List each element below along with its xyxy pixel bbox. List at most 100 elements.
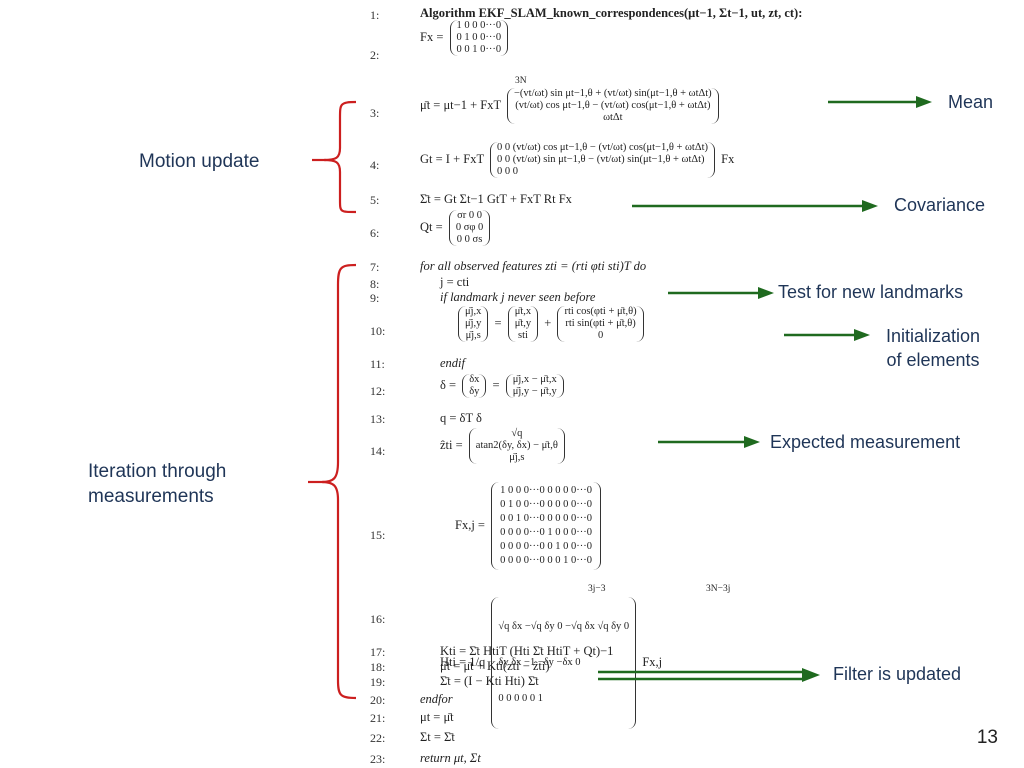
line-number: 10:: [370, 324, 386, 338]
line-number: 23:: [370, 752, 386, 766]
vector-row: μ̄j,s: [465, 330, 481, 341]
g-lhs: Gt = I + FxT: [420, 151, 484, 166]
matrix-row: √q δx −√q δy 0 −√q δx √q δy 0: [498, 621, 630, 632]
matrix-row: 0 0 (vt/ωt) sin μt−1,θ − (vt/ωt) sin(μt−…: [497, 154, 705, 165]
fxj-underbrace-label: 3N−3j: [706, 584, 731, 594]
covariance-arrowhead: [862, 200, 878, 212]
matrix-row: δy δx −1 −δy −δx 0: [498, 657, 581, 668]
line-number: 18:: [370, 660, 386, 674]
init-rhs-vector: rti cos(φti + μ̄t,θ) rti sin(φti + μ̄t,θ…: [557, 306, 644, 342]
matrix-row: 0 0 (vt/ωt) cos μt−1,θ − (vt/ωt) cos(μt−…: [497, 142, 709, 153]
mean-lhs: μ̄t = μt−1 + FxT: [420, 97, 501, 112]
filter-arrowhead: [802, 668, 820, 682]
matrix-row: 1 0 0 0···0 0 0 0 0···0: [500, 485, 592, 496]
correspondence: j = cti: [440, 275, 470, 289]
h-matrix: √q δx −√q δy 0 −√q δx √q δy 0 δy δx −1 −…: [491, 597, 637, 729]
matrix-row: 0 0 σs: [456, 234, 483, 245]
return-statement: return μt, Σt: [420, 751, 481, 765]
line-number: 11:: [370, 357, 385, 371]
matrix-row: 1 0 0 0···0: [456, 20, 502, 31]
jacobian-g: Gt = I + FxT 0 0 (vt/ωt) cos μt−1,θ − (v…: [420, 142, 734, 178]
matrix-row: 0 0 0 0 0 1: [498, 693, 543, 704]
fxj-label: Fx,j =: [455, 517, 485, 532]
line-number: 6:: [370, 226, 380, 240]
init-note-line2: of elements: [886, 350, 980, 370]
vector-row: −(vt/ωt) sin μt−1,θ + (vt/ωt) sin(μt−1,θ…: [513, 88, 712, 99]
matrix-row: 0 0 0 0···0 0 1 0 0···0: [500, 541, 592, 552]
endfor: endfor: [420, 692, 453, 706]
vector-row: μ̄j,y − μ̄t,y: [512, 386, 557, 397]
final-mean: μt = μ̄t: [420, 710, 454, 724]
q-matrix: σr 0 0 0 σφ 0 0 0 σs: [448, 210, 491, 246]
vector-row: √q: [511, 428, 523, 439]
motion-update-brace: [323, 100, 357, 214]
mean-prediction: μ̄t = μt−1 + FxT −(vt/ωt) sin μt−1,θ + (…: [420, 88, 722, 124]
landmark-init: μ̄j,x μ̄j,y μ̄j,s = μ̄t,x μ̄t,y sti + rt…: [455, 306, 647, 342]
delta-lhs-vector: δx δy: [462, 374, 487, 398]
line-number: 1:: [370, 8, 380, 22]
g-matrix: 0 0 (vt/ωt) cos μt−1,θ − (vt/ωt) cos(μt−…: [490, 142, 716, 178]
vector-row: ωtΔt: [603, 112, 623, 123]
for-loop: for all observed features zti = (rti φti…: [420, 259, 647, 273]
covariance-update: Σ̄t = (I − Kti Hti) Σ̄t: [440, 674, 539, 688]
init-note: Initialization of elements: [886, 324, 980, 372]
line-number: 12:: [370, 384, 386, 398]
vector-row: δy: [469, 386, 480, 397]
vector-row: μ̄j,x: [465, 306, 482, 317]
line-number: 17:: [370, 645, 386, 659]
iteration-brace: [321, 263, 357, 700]
line-number: 4:: [370, 158, 380, 172]
h-label: Hti = 1/q: [440, 654, 486, 669]
vector-row: (vt/ωt) cos μt−1,θ − (vt/ωt) cos(μt−1,θ …: [515, 100, 711, 111]
matrix-row: σr 0 0: [457, 210, 483, 221]
fx-matrix: 1 0 0 0···0 0 1 0 0···0 0 0 1 0···0: [449, 20, 509, 56]
line-number: 9:: [370, 291, 380, 305]
vector-row: μ̄j,x − μ̄t,x: [512, 374, 557, 385]
line-number: 20:: [370, 693, 386, 707]
iteration-label-line2: measurements: [88, 486, 214, 507]
h-suffix: Fx,j: [642, 654, 663, 669]
vector-row: μ̄t,x: [514, 306, 532, 317]
filter-note: Filter is updated: [833, 664, 962, 684]
line-number: 13:: [370, 412, 386, 426]
matrix-row: 0 0 0 0···0 1 0 0 0···0: [500, 527, 592, 538]
line-number: 3:: [370, 106, 380, 120]
matrix-row: 0 1 0 0···0: [456, 32, 502, 43]
line-number: 5:: [370, 193, 380, 207]
vector-row: μ̄t,y: [514, 318, 532, 329]
fx-definition: Fx = 1 0 0 0···0 0 1 0 0···0 0 0 1 0···0: [420, 20, 511, 56]
expected-measurement: ẑti = √q atan2(δy, δx) − μ̄t,θ μ̄j,s: [440, 428, 568, 464]
kalman-gain: Kti = Σ̄t HtiT (Hti Σ̄t HtiT + Qt)−1: [440, 644, 614, 658]
fx-underbrace-label: 3N: [515, 76, 527, 86]
vector-row: rti sin(φti + μ̄t,θ): [565, 318, 636, 329]
init-arrowhead: [854, 329, 870, 341]
vector-row: μ̄j,s: [509, 452, 525, 463]
vector-row: rti cos(φti + μ̄t,θ): [564, 306, 637, 317]
line-number: 2:: [370, 48, 380, 62]
vector-row: 0: [597, 330, 604, 341]
delta-label: δ =: [440, 377, 457, 392]
motion-update-label: Motion update: [139, 151, 260, 172]
final-covariance: Σt = Σ̄t: [420, 730, 455, 744]
matrix-row: 0 0 0 0···0 0 0 1 0···0: [500, 555, 592, 566]
matrix-row: 0 σφ 0: [455, 222, 484, 233]
matrix-row: 0 0 1 0···0 0 0 0 0···0: [500, 513, 592, 524]
if-new-landmark: if landmark j never seen before: [440, 290, 596, 304]
q-definition: Qt = σr 0 0 0 σφ 0 0 0 σs: [420, 210, 493, 246]
line-number: 8:: [370, 277, 380, 291]
q-scalar: q = δT δ: [440, 411, 482, 425]
expected-arrowhead: [744, 436, 760, 448]
mean-arrowhead: [916, 96, 932, 108]
vector-row: atan2(δy, δx) − μ̄t,θ: [475, 440, 558, 451]
mean-note: Mean: [948, 92, 994, 112]
covariance-prediction: Σ̄t = Gt Σt−1 GtT + FxT Rt Fx: [420, 192, 572, 206]
algorithm-title: Algorithm EKF_SLAM_known_correspondences…: [420, 6, 803, 20]
mean-vector: −(vt/ωt) sin μt−1,θ + (vt/ωt) sin(μt−1,θ…: [506, 88, 719, 124]
line-number: 16:: [370, 612, 386, 626]
init-note-line1: Initialization: [886, 326, 981, 346]
line-number: 15:: [370, 528, 386, 542]
vector-row: δx: [469, 374, 480, 385]
fxj-definition: Fx,j = 1 0 0 0···0 0 0 0 0···0 0 1 0 0··…: [455, 482, 604, 570]
